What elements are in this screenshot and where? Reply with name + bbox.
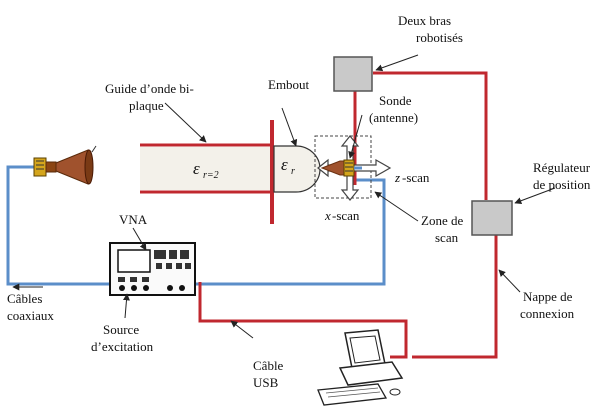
tip-permittivity-symbol: ε bbox=[281, 155, 288, 174]
label-x-var: x bbox=[324, 208, 331, 223]
connection-ribbon bbox=[412, 234, 498, 359]
probe-antenna bbox=[320, 159, 362, 177]
coax-cable-right bbox=[195, 178, 386, 286]
label-sonde-line1: Sonde bbox=[379, 93, 412, 108]
label-regulateur-line2: de position bbox=[533, 177, 591, 192]
robot-arms-box bbox=[333, 56, 373, 92]
label-guide-line2: plaque bbox=[129, 98, 164, 113]
pointer-arrows bbox=[12, 54, 556, 339]
label-cable-usb-line1: Câble bbox=[253, 358, 284, 373]
label-guide-line1: Guide d’onde bi- bbox=[105, 81, 194, 96]
label-sonde-line2: (antenne) bbox=[369, 110, 418, 125]
label-z-scan: -scan bbox=[402, 170, 430, 185]
label-nappe-line1: Nappe de bbox=[523, 289, 573, 304]
label-deux-bras-line1: Deux bras bbox=[398, 13, 451, 28]
waveguide-body bbox=[140, 147, 272, 190]
guide-permittivity-symbol: ε bbox=[193, 159, 200, 178]
computer bbox=[317, 329, 404, 406]
label-nappe-line2: connexion bbox=[520, 306, 575, 321]
label-deux-bras-line2: robotisés bbox=[416, 30, 463, 45]
label-embout: Embout bbox=[268, 77, 310, 92]
label-zone-line1: Zone de bbox=[421, 213, 463, 228]
coax-cable-left bbox=[6, 165, 110, 286]
label-regulateur-line1: Régulateur bbox=[533, 160, 591, 175]
label-zone-line2: scan bbox=[435, 230, 459, 245]
label-cables-line2: coaxiaux bbox=[7, 308, 54, 323]
horn-antenna bbox=[33, 145, 97, 185]
label-source-line1: Source bbox=[103, 322, 139, 337]
label-x-scan: -scan bbox=[332, 208, 360, 223]
vna-instrument bbox=[109, 242, 196, 296]
label-source-line2: d’excitation bbox=[91, 339, 154, 354]
tip-permittivity-subscript: r bbox=[291, 166, 295, 177]
label-vna: VNA bbox=[119, 212, 148, 227]
label-cable-usb-line2: USB bbox=[253, 375, 279, 390]
position-regulator-box bbox=[471, 200, 513, 236]
guide-permittivity-subscript: r=2 bbox=[203, 170, 219, 181]
robot-cable bbox=[373, 71, 488, 200]
label-z-var: z bbox=[394, 170, 400, 185]
label-cables-line1: Câbles bbox=[7, 291, 42, 306]
usb-cable bbox=[198, 282, 408, 359]
dielectric-tip bbox=[273, 145, 321, 193]
